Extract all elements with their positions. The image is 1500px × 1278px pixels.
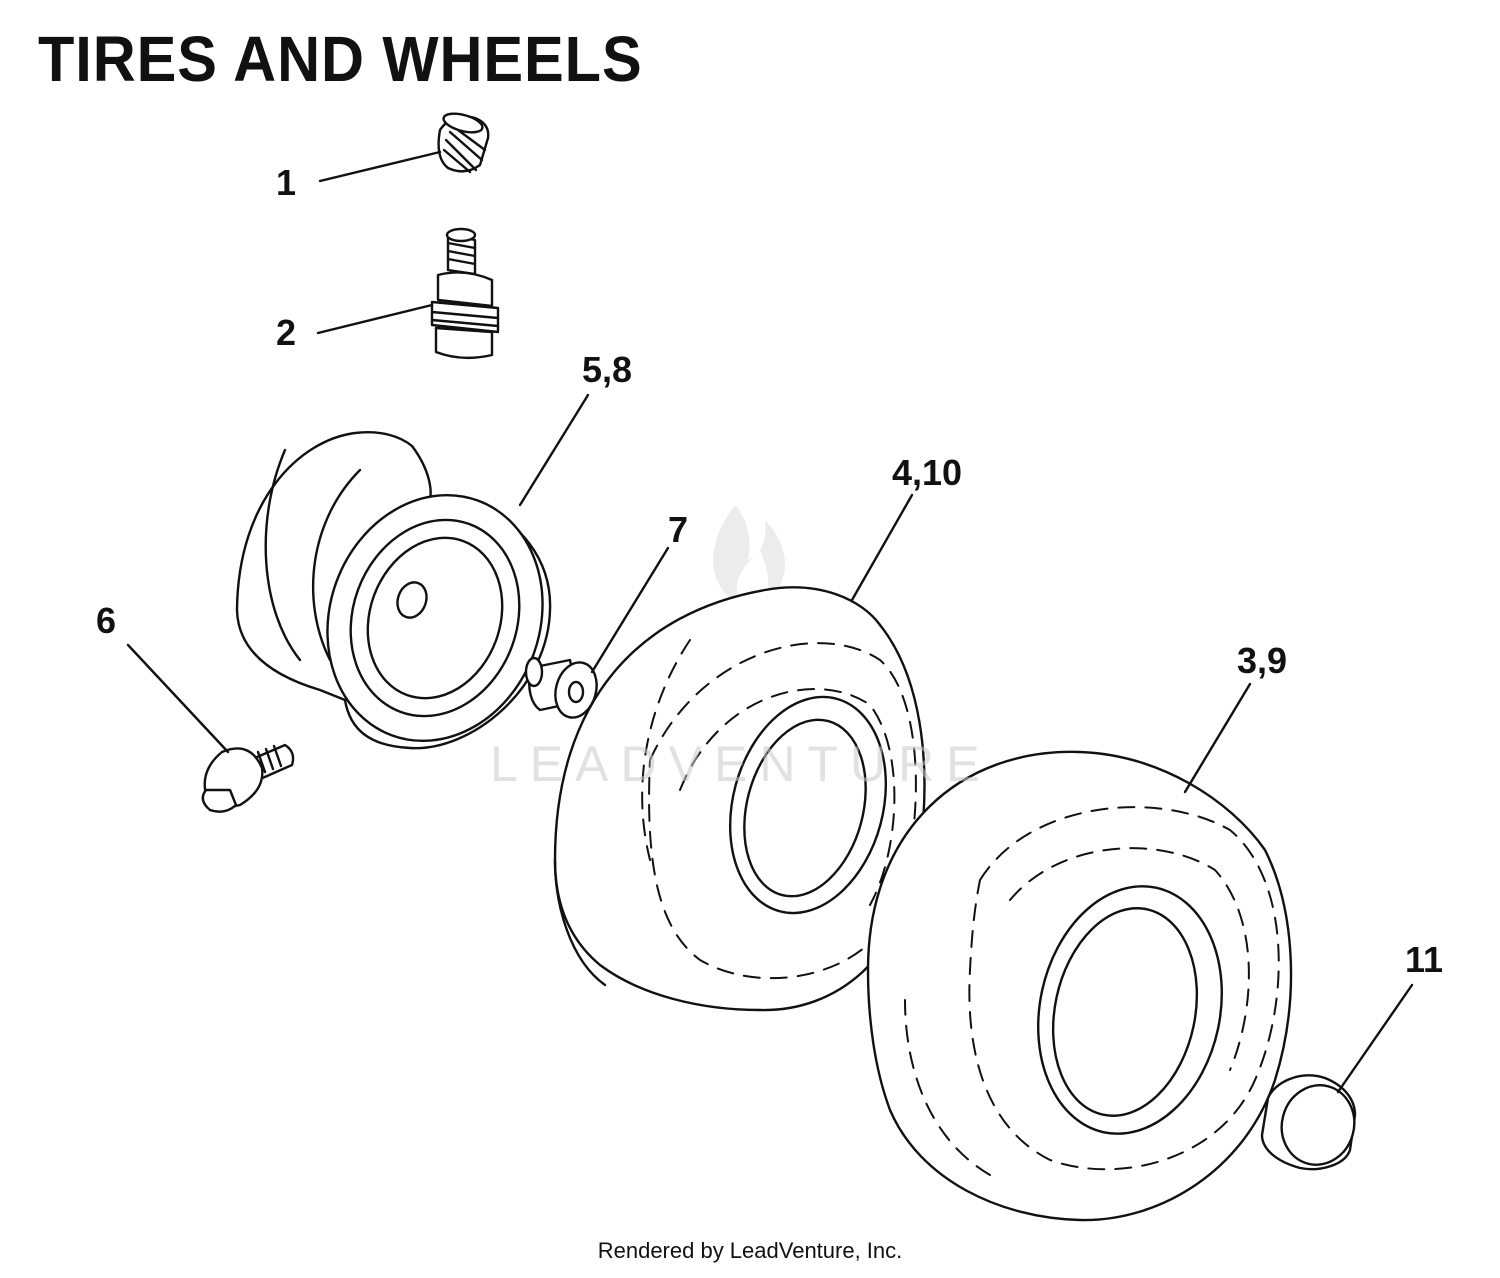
callout-3-9: 3,9	[1237, 640, 1288, 681]
diagram-title: TIRES AND WHEELS	[38, 23, 643, 95]
part-2-valve-stem	[430, 227, 500, 360]
leader-3-9	[1183, 682, 1252, 794]
callout-7: 7	[668, 509, 689, 550]
part-7-spacer	[524, 656, 598, 719]
callout-11: 11	[1405, 939, 1444, 980]
callout-4-10: 4,10	[892, 452, 963, 493]
leader-5-8	[518, 393, 590, 507]
part-1-valve-cap	[437, 112, 490, 174]
leader-11	[1336, 983, 1414, 1094]
footer-credit: Rendered by LeadVenture, Inc.	[597, 1238, 903, 1263]
leader-4-10	[850, 493, 914, 602]
callout-5-8: 5,8	[582, 349, 633, 390]
leader-6	[126, 643, 230, 754]
leader-2	[316, 303, 434, 335]
watermark-text: LEADVENTURE	[490, 736, 992, 792]
callout-1: 1	[276, 162, 297, 203]
leader-1	[318, 150, 442, 183]
part-5-8-rim	[235, 431, 552, 750]
leader-7	[590, 546, 670, 674]
callout-2: 2	[276, 312, 297, 353]
part-11-hub-cap	[1260, 1074, 1357, 1171]
callout-6: 6	[96, 600, 117, 641]
part-6-bolt	[201, 743, 295, 813]
part-3-9-tire	[866, 750, 1293, 1222]
